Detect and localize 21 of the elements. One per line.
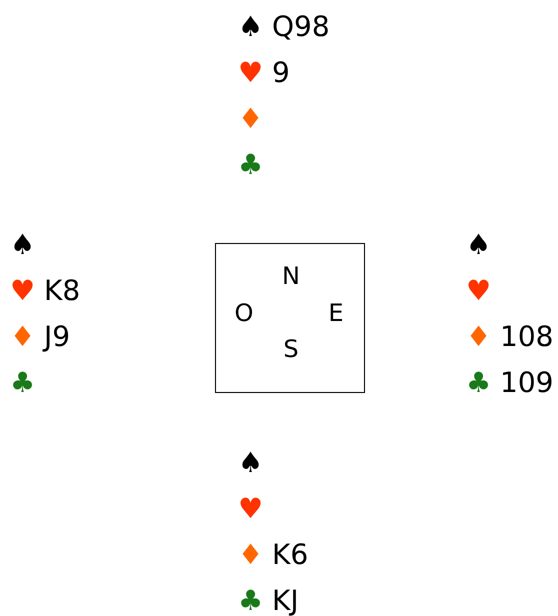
compass-letter: O (234, 299, 254, 327)
hand-line: ♠ (10, 228, 36, 262)
compass-letter: E (328, 299, 344, 327)
hand-line: ♦ K6 (238, 538, 308, 572)
hand-line: ♠ (238, 446, 264, 480)
hand-line: ♣ 109 (466, 366, 554, 400)
hand-line: ♥ (238, 492, 264, 526)
hand-line: ♣ (238, 148, 264, 182)
hand-line: ♣ (10, 366, 36, 400)
hand-line: ♦ 108 (466, 320, 554, 354)
hand-line: ♥ K8 (10, 274, 80, 308)
compass-letter: N (282, 262, 300, 290)
hand-line: ♠ Q98 (238, 10, 330, 44)
hand-line: ♦ J9 (10, 320, 70, 354)
hand-line: ♦ (238, 102, 264, 136)
hand-line: ♥ 9 (238, 56, 290, 90)
hand-line: ♣ KJ (238, 584, 299, 616)
compass-box (215, 243, 365, 393)
hand-line: ♥ (466, 274, 492, 308)
compass-letter: S (283, 335, 299, 363)
hand-line: ♠ (466, 228, 492, 262)
